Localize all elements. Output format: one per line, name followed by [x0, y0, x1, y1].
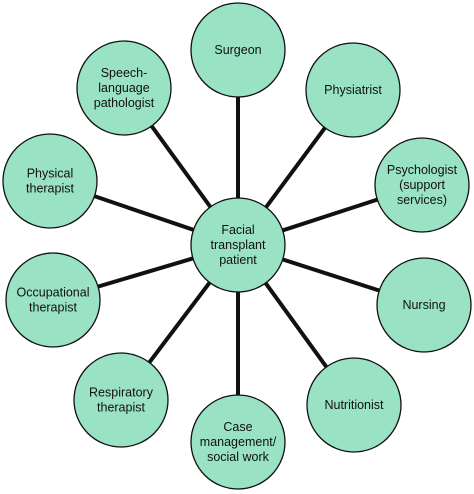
node-circle-physical-therapist	[2, 133, 98, 229]
node-circle-nutritionist	[306, 357, 402, 453]
node-physiatrist-label-line: Physiatrist	[324, 83, 382, 97]
node-speech-language-pathologist-label-line: pathologist	[94, 96, 155, 110]
node-physical-therapist-label-line: Physical	[27, 167, 74, 181]
node-psychologist-label-line: services)	[397, 193, 447, 207]
center-node-label-line: patient	[219, 253, 257, 267]
node-circle-physiatrist	[305, 42, 401, 138]
center-node-label-line: transplant	[211, 238, 266, 252]
nodes: SurgeonPhysiatristPsychologist(supportse…	[2, 2, 472, 490]
node-circle-nursing	[376, 257, 472, 353]
node-case-management-label-line: management/	[200, 435, 277, 449]
node-nursing: Nursing	[376, 257, 472, 353]
center-node-label-line: Facial	[221, 223, 254, 237]
node-surgeon: Surgeon	[190, 2, 286, 98]
node-speech-language-pathologist-label-line: Speech-	[101, 66, 148, 80]
node-occupational-therapist-label-line: therapist	[29, 301, 77, 315]
node-respiratory-therapist-label-line: therapist	[97, 401, 145, 415]
node-respiratory-therapist-label-line: Respiratory	[89, 386, 154, 400]
center-node-circle	[190, 197, 286, 293]
node-case-management-label-line: social work	[207, 450, 270, 464]
node-circle-psychologist	[374, 137, 470, 233]
node-circle-surgeon	[190, 2, 286, 98]
node-physiatrist: Physiatrist	[305, 42, 401, 138]
node-nutritionist: Nutritionist	[306, 357, 402, 453]
node-occupational-therapist-label-line: Occupational	[17, 286, 90, 300]
node-nursing-label-line: Nursing	[402, 298, 445, 312]
node-circle-occupational-therapist	[5, 252, 101, 348]
node-psychologist-label-line: (support	[399, 178, 445, 192]
node-speech-language-pathologist-label-line: language	[98, 81, 149, 95]
node-circle-speech-language-pathologist	[76, 40, 172, 136]
node-physical-therapist-label-line: therapist	[26, 182, 74, 196]
node-psychologist-label-line: Psychologist	[387, 163, 458, 177]
node-circle-respiratory-therapist	[73, 352, 169, 448]
node-circle-case-management	[190, 394, 286, 490]
node-surgeon-label-line: Surgeon	[214, 43, 261, 57]
node-nutritionist-label-line: Nutritionist	[324, 398, 384, 412]
node-case-management-label-line: Case	[223, 420, 252, 434]
